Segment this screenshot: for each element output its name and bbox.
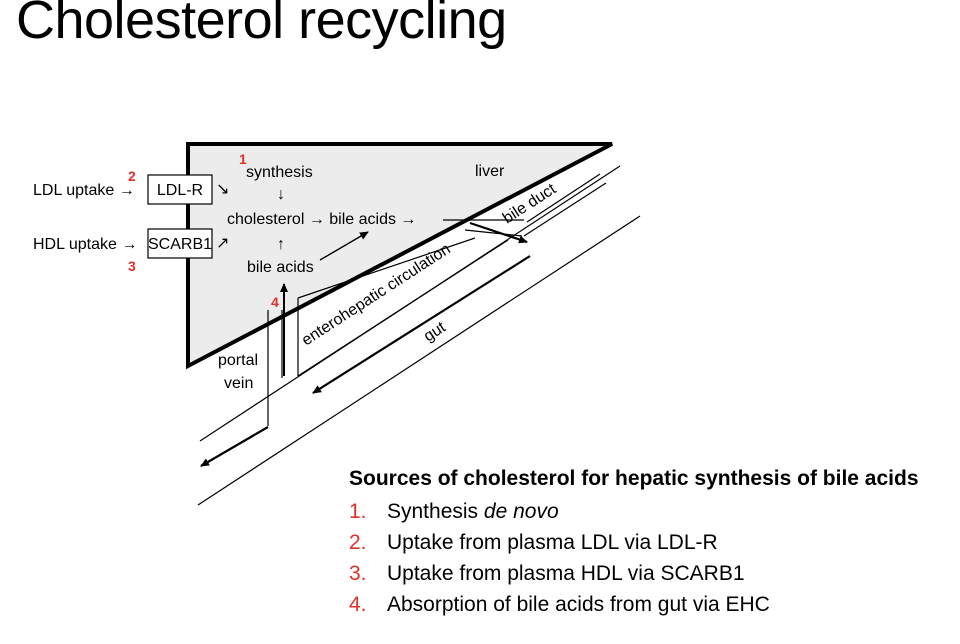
scarb1-label: SCARB1 — [148, 236, 212, 253]
bile-acids-to-pool-arrow — [319, 231, 369, 261]
scarb1-out-arrow: ↗ — [216, 235, 229, 252]
liver-label: liver — [475, 163, 505, 180]
source-item-4: 4. Absorption of bile acids from gut via… — [349, 589, 949, 620]
source-item-text: Uptake from plasma HDL via SCARB1 — [387, 562, 745, 585]
scarb1-box — [147, 228, 213, 259]
source-item-number: 2. — [349, 531, 367, 554]
source-item-text: Uptake from plasma LDL via LDL-R — [387, 531, 718, 554]
bile-acids-arrow-up: ↑ — [277, 236, 285, 253]
ehc-wall-upper — [297, 237, 476, 299]
ldl-uptake-label: LDL uptake → — [33, 182, 135, 199]
source-item-number: 1. — [349, 500, 367, 523]
ldlr-box — [147, 174, 213, 205]
source-item-text-emphasis: de novo — [483, 500, 559, 523]
bile-duct-outer-upper — [526, 173, 601, 223]
sources-list: 1. Synthesis de novo 2. Uptake from plas… — [349, 496, 949, 620]
source-item-3: 3. Uptake from plasma HDL via SCARB1 — [349, 558, 949, 589]
ldlr-out-arrow: ↘ — [216, 181, 229, 198]
vein-label: vein — [224, 375, 253, 392]
source-item-text: Synthesis de novo — [387, 496, 559, 527]
marker-1: 1 — [239, 151, 247, 167]
slide-title: Cholesterol recycling — [16, 0, 507, 50]
source-item-number: 4. — [349, 593, 367, 616]
source-item-1: 1. Synthesis de novo — [349, 496, 949, 527]
synthesis-label: synthesis — [246, 164, 313, 181]
source-item-text-main: Synthesis — [387, 500, 484, 523]
bile-duct-arrow — [469, 221, 528, 244]
bile-acids-label: bile acids — [247, 259, 314, 276]
bile-duct-wall-lower — [464, 229, 523, 237]
gut-flow-arrow — [312, 255, 531, 394]
ehc-wall-lower — [297, 239, 509, 377]
source-item-2: 2. Uptake from plasma LDL via LDL-R — [349, 527, 949, 558]
portal-label: portal — [218, 352, 258, 369]
source-item-text: Absorption of bile acids from gut via EH… — [387, 593, 770, 616]
sources-heading: Sources of cholesterol for hepatic synth… — [349, 467, 919, 490]
cholesterol-row-label: cholesterol → bile acids → — [227, 211, 416, 228]
gut-wall-lower — [197, 215, 641, 506]
marker-4: 4 — [271, 294, 279, 310]
hdl-uptake-label: HDL uptake → — [33, 236, 137, 253]
marker-2: 2 — [128, 168, 136, 184]
marker-3: 3 — [128, 258, 136, 274]
synthesis-arrow-down: ↓ — [277, 186, 285, 203]
ldlr-label: LDL-R — [157, 182, 203, 199]
sources-list-panel: Sources of cholesterol for hepatic synth… — [349, 464, 949, 620]
bile-duct-outer-lower — [523, 182, 607, 237]
gut-outflow-arrow — [200, 426, 269, 467]
source-item-number: 3. — [349, 562, 367, 585]
